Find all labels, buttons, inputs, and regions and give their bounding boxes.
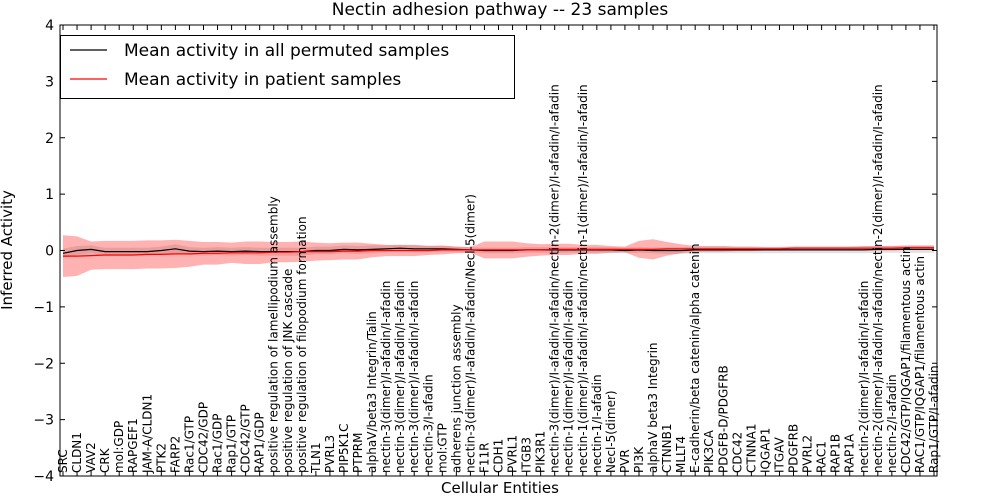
- x-tick-label: PVRL1: [506, 435, 520, 473]
- x-tick-label: PDGFRB: [787, 424, 801, 473]
- x-tick-label: Rap1/GTP/I-afadin: [927, 365, 941, 473]
- x-tick-label: RAC1: [815, 441, 829, 473]
- x-tick-label: nectin-2/I-afadin: [885, 374, 899, 473]
- legend: Mean activity in all permuted samplesMea…: [60, 35, 515, 99]
- x-tick-label: RAP1/GDP: [253, 412, 267, 473]
- y-axis-label: Inferred Activity: [0, 190, 16, 310]
- x-tick-label: ITGAV: [772, 436, 786, 473]
- chart-title: Nectin adhesion pathway -- 23 samples: [332, 0, 669, 20]
- y-tick-label: −3: [33, 413, 54, 429]
- confidence-bands: [63, 235, 934, 277]
- x-tick-label: PTK2: [154, 443, 168, 473]
- x-tick-label: CLDN1: [70, 432, 84, 473]
- x-tick-label: nectin-1(dimer)/I-afadin/I-afadin: [562, 281, 576, 473]
- x-tick-label: CDH1: [492, 439, 506, 473]
- x-tick-label: CTNNB1: [660, 423, 674, 473]
- x-tick-label: RAC1/GTP/IQGAP1/filamentous actin: [913, 256, 927, 473]
- x-tick-label: Rac1/GTP: [182, 416, 196, 473]
- x-tick-label: nectin-1(dimer)/I-afadin/I-afadin/nectin…: [576, 84, 590, 473]
- x-tick-label: positive regulation of filopodium format…: [295, 216, 309, 473]
- x-tick-label: mol:GTP: [435, 423, 449, 473]
- x-tick-label: PDGFB-D/PDGFRB: [716, 365, 730, 473]
- x-tick-label: nectin-3(dimer)/I-afadin/I-afadin/nectin…: [548, 84, 562, 473]
- x-tick-label: FARP2: [168, 436, 182, 473]
- x-tick-label: PI3K: [632, 446, 646, 473]
- x-tick-label: Necl-5(dimer): [604, 390, 618, 473]
- x-tick-label: PVR: [618, 449, 632, 473]
- legend-label: Mean activity in all permuted samples: [124, 41, 449, 61]
- x-tick-label: SRC: [56, 449, 70, 473]
- x-tick-label: PTPRM: [351, 433, 365, 474]
- band-patient: [63, 235, 934, 277]
- x-tick-label: JAM-A/CLDN1: [140, 394, 154, 474]
- x-tick-label: nectin-2(dimer)/I-afadin/I-afadin/nectin…: [871, 84, 885, 473]
- line-patient: [63, 247, 934, 257]
- x-tick-label: alphaV beta3 Integrin: [646, 342, 660, 473]
- x-tick-label: PVRL3: [323, 435, 337, 473]
- x-tick-label: RAP1A: [843, 433, 857, 473]
- x-tick-label: VAV2: [84, 442, 98, 473]
- x-tick-label: ITGB3: [520, 437, 534, 473]
- y-tick-label: 1: [45, 187, 54, 203]
- legend-label: Mean activity in patient samples: [124, 70, 401, 90]
- x-axis-label: Cellular Entities: [441, 479, 559, 497]
- x-tick-label: PIK3CA: [702, 429, 716, 473]
- x-tick-label: nectin-3(dimer)/I-afadin/I-afadin: [379, 281, 393, 473]
- legend-box: [60, 35, 515, 99]
- x-tick-label: positive regulation of lamellipodium ass…: [267, 196, 281, 473]
- y-tick-label: 2: [45, 131, 54, 147]
- y-tick-label: −2: [33, 356, 54, 372]
- x-tick-label: MLLT4: [674, 436, 688, 473]
- x-tick-label: IQGAP1: [758, 428, 772, 473]
- x-tick-label: nectin-3(dimer)/I-afadin/I-afadin: [407, 281, 421, 473]
- x-tick-label: F11R: [477, 442, 491, 473]
- x-tick-label: nectin-1/I-afadin: [590, 374, 604, 473]
- x-tick-label: PIK3R1: [534, 431, 548, 473]
- x-tick-label: TLN1: [309, 442, 323, 474]
- x-tick-label: CDC42: [730, 432, 744, 473]
- y-ticks: −4 −3 −2 −1 0 1 2 3 4: [33, 18, 937, 485]
- y-tick-label: −1: [33, 300, 54, 316]
- plot-frame: [59, 24, 938, 477]
- x-tick-label: mol:GDP: [112, 421, 126, 473]
- y-tick-label: 0: [45, 244, 54, 260]
- x-tick-label: Rac1/GDP: [211, 414, 225, 473]
- x-tick-label: CDC42/GTP/IQGAP1/filamentous actin: [899, 247, 913, 473]
- x-tick-label: RAP1B: [829, 434, 843, 473]
- x-tick-label: CDC42/GTP: [239, 404, 253, 473]
- x-tick-label: Rap1/GTP: [225, 415, 239, 473]
- y-tick-label: −4: [33, 469, 54, 485]
- x-tick-label: adherens junction assembly: [449, 304, 463, 473]
- x-tick-label: alphaV/beta3 Integrin/Talin: [365, 311, 379, 473]
- x-tick-label: nectin-3/I-afadin: [421, 374, 435, 473]
- y-tick-label: 4: [45, 18, 54, 34]
- x-tick-label: CDC42/GDP: [196, 402, 210, 473]
- x-tick-label: nectin-3(dimer)/I-afadin/I-afadin: [393, 281, 407, 473]
- x-tick-label: PVRL2: [801, 435, 815, 473]
- series-lines: [62, 247, 934, 257]
- x-tick-label: nectin-3(dimer)/I-afadin/I-afadin/Necl-5…: [463, 194, 477, 473]
- y-tick-label: 3: [45, 74, 54, 90]
- x-tick-label: CRK: [98, 447, 112, 473]
- x-tick-label: E-cadherin/beta catenin/alpha catenin: [688, 243, 702, 473]
- x-tick-label: CTNNA1: [744, 423, 758, 473]
- x-tick-label: RAPGEF1: [126, 418, 140, 473]
- x-tick-label: positive regulation of JNK cascade: [281, 269, 295, 473]
- x-tick-label: PIP5K1C: [337, 423, 351, 473]
- x-tick-label: nectin-2(dimer)/I-afadin/I-afadin: [857, 281, 871, 473]
